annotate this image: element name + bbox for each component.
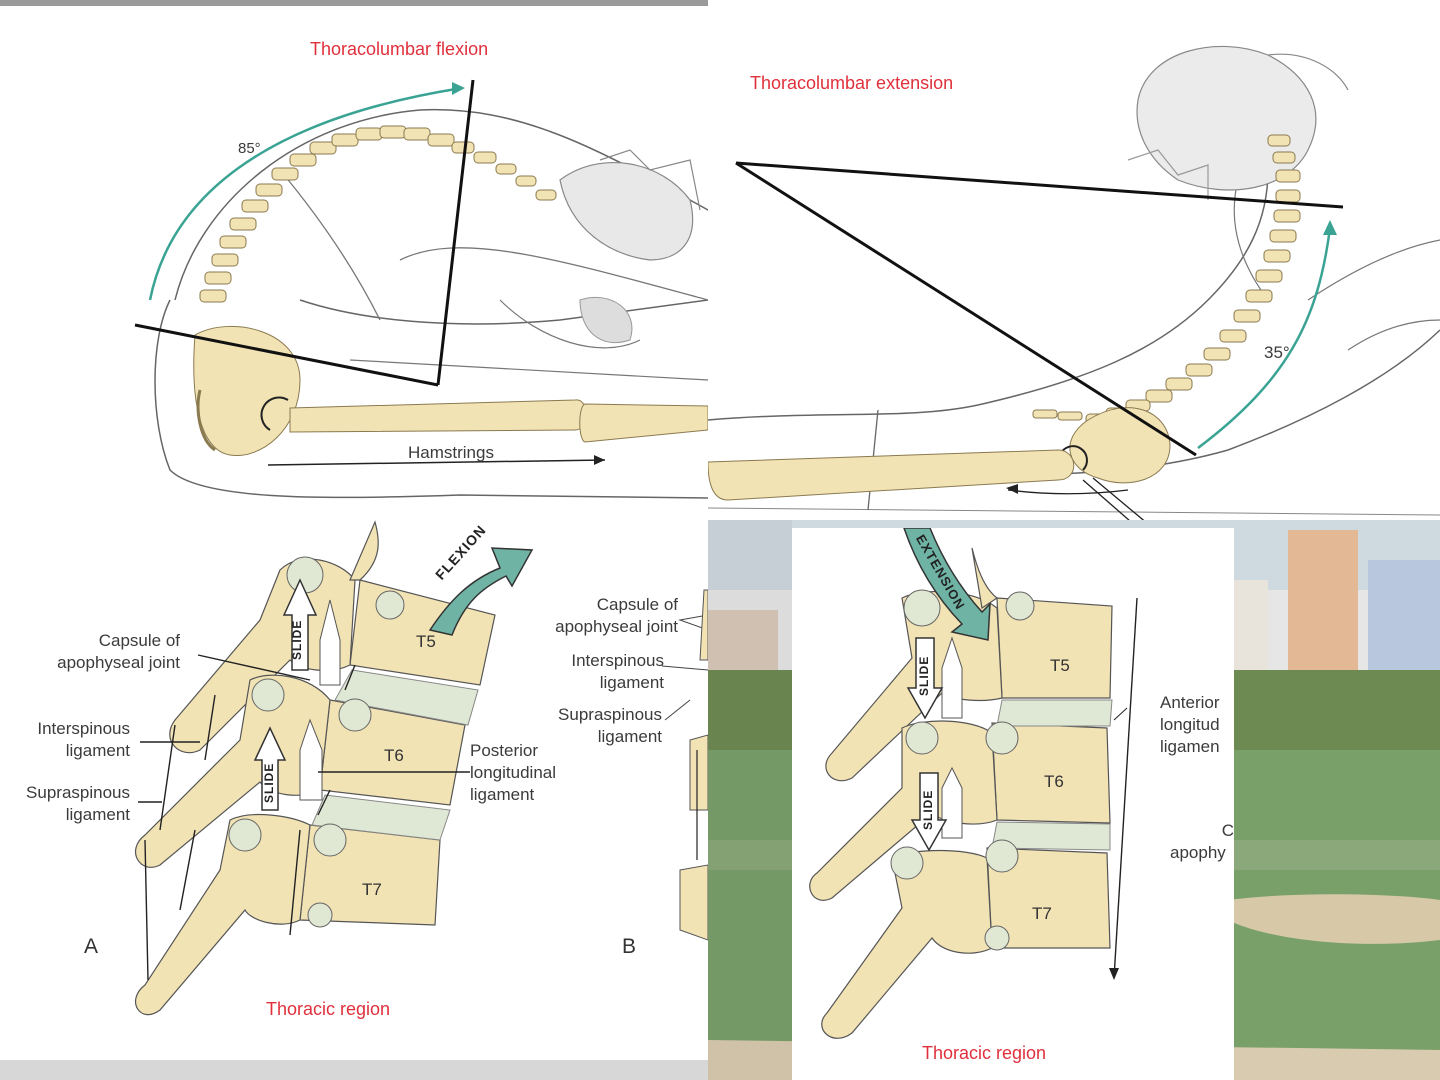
vertebra-t5: T5 xyxy=(416,632,436,651)
flexion-angle: 85° xyxy=(238,140,261,157)
flexion-panel: Thoracolumbar flexion 85° Hamstrings xyxy=(0,0,708,520)
supraspinous-label: Supraspinous ligament xyxy=(26,783,130,824)
extension-panel: Thoracolumbar extension 35° xyxy=(708,0,1440,520)
top-border xyxy=(0,0,708,6)
panel-b-edge xyxy=(661,589,708,941)
vertebra-t6: T6 xyxy=(384,746,404,765)
flexion-illustration xyxy=(134,79,708,499)
panel-a-region: Thoracic region xyxy=(266,999,391,1019)
extension-vertebrae-illustration xyxy=(809,528,1138,1039)
extension-illustration xyxy=(708,45,1440,520)
divider-strip xyxy=(708,520,792,1080)
panel-b-interspinous-label: Interspinous ligament xyxy=(571,651,664,692)
interspinous-label: Interspinous ligament xyxy=(37,719,130,760)
flexion-title: Thoracolumbar flexion xyxy=(310,39,489,59)
panel-b-capsule-label: Capsule of apophyseal joint xyxy=(555,595,678,636)
extension-angle: 35° xyxy=(1264,343,1290,362)
ext-slide-label-lower: SLIDE xyxy=(921,789,935,830)
ext-vertebra-t7: T7 xyxy=(1032,904,1052,923)
ext-slide-label-upper: SLIDE xyxy=(917,655,931,696)
posterior-longitudinal-label: Posterior longitudinal ligament xyxy=(470,741,557,804)
anterior-longitudinal-label: Anterior longitud ligamen xyxy=(1160,693,1220,756)
capsule-label: Capsule of apophyseal joint xyxy=(57,631,180,672)
panel-b-letter: B xyxy=(622,935,637,958)
ext-vertebra-t6: T6 xyxy=(1044,772,1064,791)
panel-b2: EXTENSION SLIDE SLIDE T5 T6 T7 Anterior … xyxy=(792,528,1234,1080)
panel-a: FLEXION SLIDE SLIDE T5 T6 T7 Capsule of … xyxy=(0,520,708,1060)
extension-title: Thoracolumbar extension xyxy=(750,73,954,93)
panel-b2-region: Thoracic region xyxy=(922,1043,1047,1063)
capsule-partial-label: C apophy xyxy=(1170,821,1234,862)
vertebra-t7: T7 xyxy=(362,880,382,899)
flexion-vertebrae-illustration xyxy=(134,520,534,1016)
ext-vertebra-t5: T5 xyxy=(1050,656,1070,675)
panel-b-supraspinous-label: Supraspinous ligament xyxy=(558,705,662,746)
panel-a-letter: A xyxy=(84,935,99,958)
hamstrings-label: Hamstrings xyxy=(408,443,494,462)
